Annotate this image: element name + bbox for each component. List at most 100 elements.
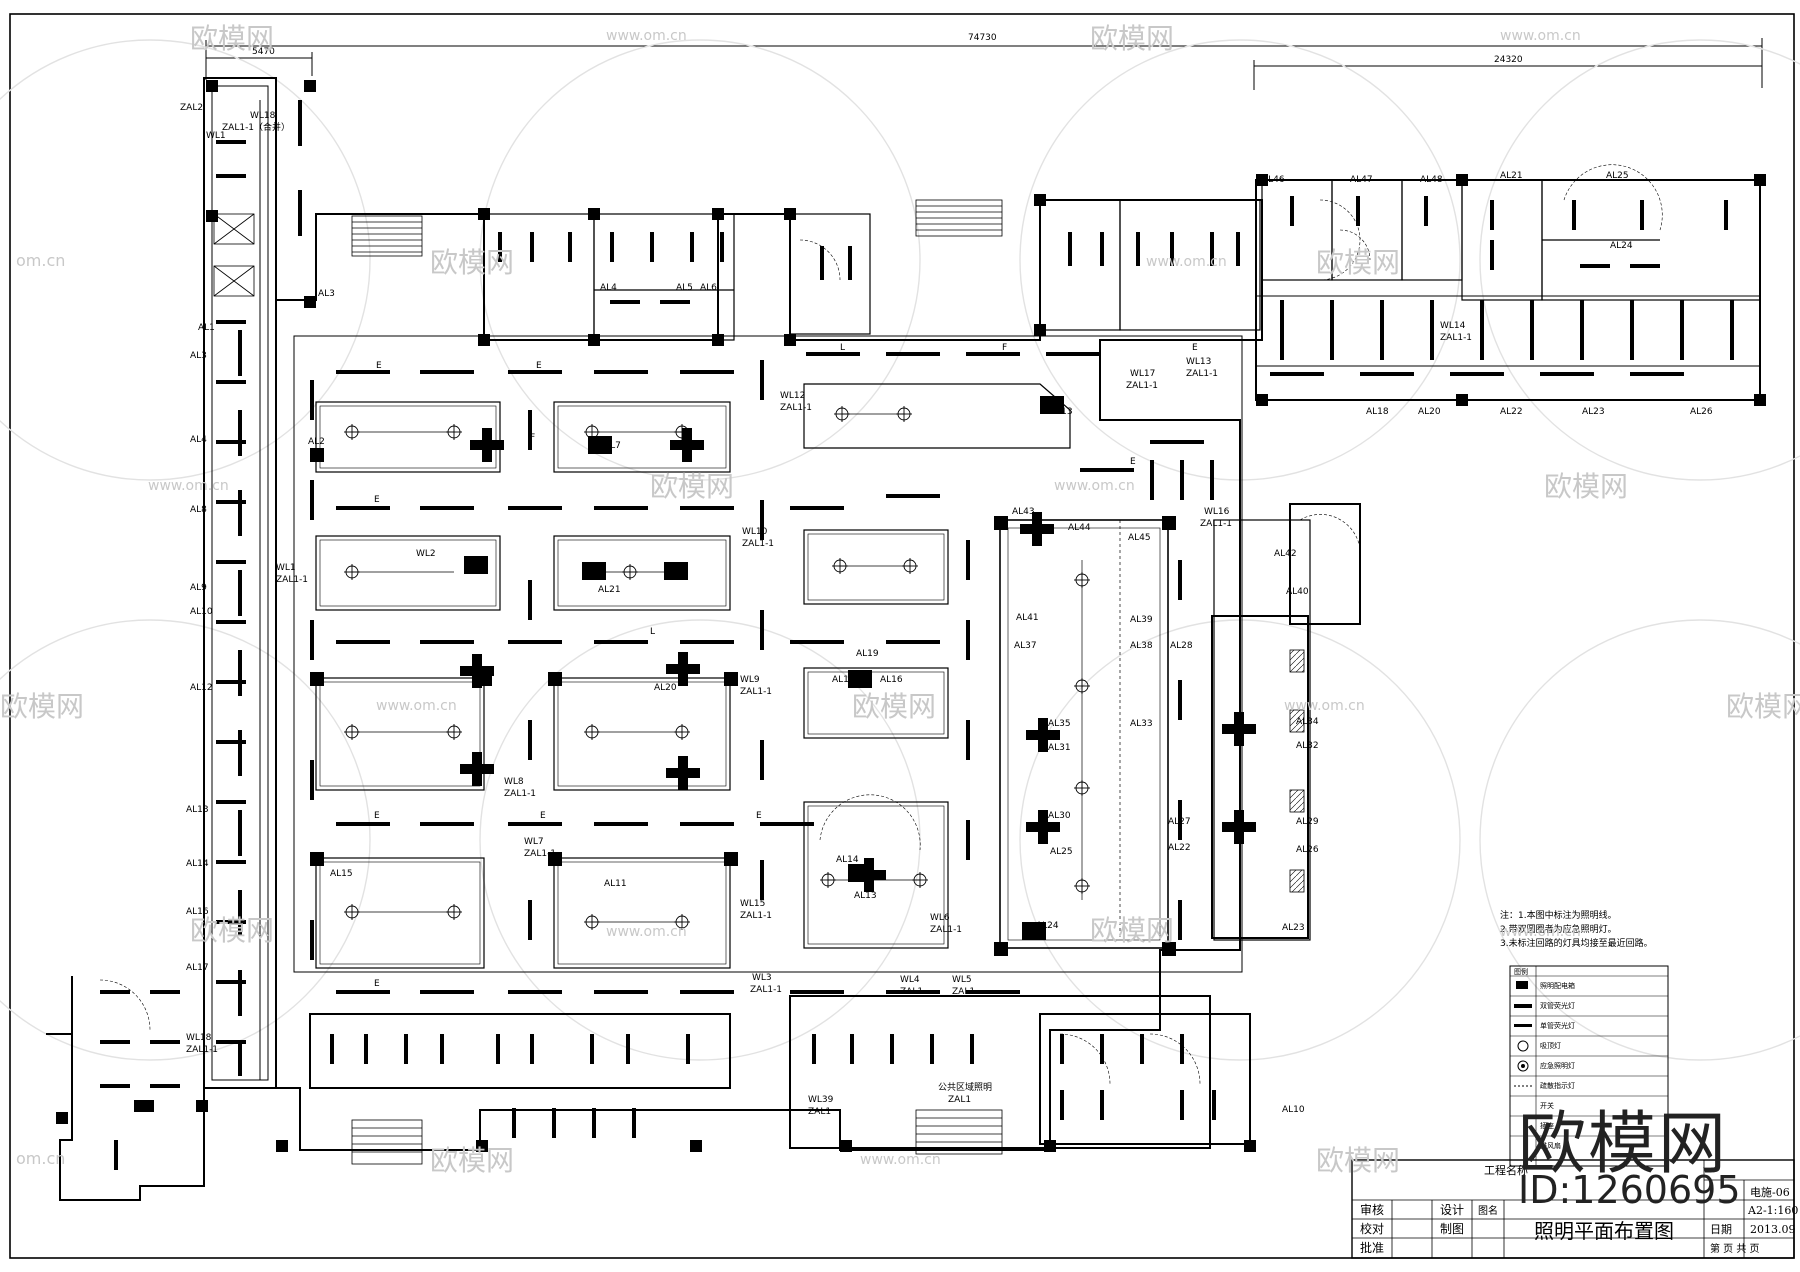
svg-text:ZAL1: ZAL1 — [952, 987, 975, 997]
svg-text:E: E — [374, 979, 380, 989]
title-block — [1351, 1159, 1795, 1259]
svg-text:WL9: WL9 — [740, 675, 760, 685]
door-swings — [99, 164, 1663, 1085]
svg-text:第 页 共 页: 第 页 共 页 — [1710, 1242, 1760, 1255]
svg-text:ZAL1-1: ZAL1-1 — [1126, 381, 1158, 391]
svg-text:AL25: AL25 — [1606, 171, 1629, 181]
svg-text:E: E — [374, 495, 380, 505]
svg-text:WL1: WL1 — [206, 131, 226, 141]
svg-text:www.om.cn: www.om.cn — [1054, 478, 1135, 494]
svg-text:欧模网: 欧模网 — [1090, 22, 1174, 55]
dim-right-span: 24320 — [1494, 55, 1523, 65]
svg-text:WL7: WL7 — [524, 837, 544, 847]
svg-text:AL18: AL18 — [832, 675, 855, 685]
svg-text:欧模网: 欧模网 — [852, 690, 936, 723]
svg-text:欧模网: 欧模网 — [190, 22, 274, 55]
svg-text:插座: 插座 — [1540, 1121, 1554, 1130]
svg-text:WL18: WL18 — [250, 111, 276, 121]
svg-text:欧模网: 欧模网 — [1316, 1144, 1400, 1177]
svg-text:欧模网: 欧模网 — [650, 470, 734, 503]
svg-text:图例: 图例 — [1514, 967, 1528, 976]
svg-text:E: E — [376, 361, 382, 371]
wiring — [352, 413, 1121, 940]
svg-text:AL10: AL10 — [1282, 1105, 1305, 1115]
svg-text:审核: 审核 — [1360, 1202, 1384, 1217]
svg-text:AL40: AL40 — [1286, 587, 1309, 597]
svg-text:2013.09: 2013.09 — [1750, 1223, 1796, 1236]
svg-text:www.om.cn: www.om.cn — [148, 478, 229, 494]
svg-text:AL8: AL8 — [190, 505, 207, 515]
svg-text:AL15: AL15 — [330, 869, 353, 879]
svg-text:AL13: AL13 — [186, 805, 209, 815]
svg-text:L: L — [650, 627, 655, 637]
svg-text:欧模网: 欧模网 — [1544, 470, 1628, 503]
svg-text:ZAL1-1: ZAL1-1 — [740, 687, 772, 697]
svg-text:AL16: AL16 — [880, 675, 903, 685]
svg-text:F: F — [530, 433, 535, 443]
svg-text:WL2: WL2 — [416, 549, 436, 559]
svg-text:E: E — [536, 361, 542, 371]
svg-text:AL14: AL14 — [186, 859, 209, 869]
svg-text:ZAL1-1: ZAL1-1 — [750, 985, 782, 995]
svg-text:AL12: AL12 — [190, 683, 213, 693]
svg-text:E: E — [374, 811, 380, 821]
svg-text:AL16: AL16 — [186, 907, 209, 917]
svg-text:AL34: AL34 — [1296, 717, 1319, 727]
svg-text:L: L — [840, 343, 845, 353]
svg-text:AL13: AL13 — [854, 891, 877, 901]
dim-overall: 74730 — [968, 33, 997, 43]
brand-watermark: 欧模网 — [1518, 1105, 1729, 1184]
svg-text:F: F — [1002, 343, 1007, 353]
svg-text:AL26: AL26 — [1296, 845, 1319, 855]
svg-text:开关: 开关 — [1540, 1101, 1554, 1110]
svg-text:设计: 设计 — [1440, 1203, 1464, 1217]
watermark-circles — [0, 39, 1800, 1061]
svg-text:WL5: WL5 — [952, 975, 972, 985]
building-walls — [46, 77, 1761, 1201]
title-block-text: 工程名称 审核 校对 批准 设计 制图 图名 照明平面布置图 电施-06 A2-… — [1360, 1163, 1798, 1255]
svg-text:AL17: AL17 — [186, 963, 209, 973]
svg-text:AL23: AL23 — [1282, 923, 1305, 933]
svg-text:E: E — [1130, 457, 1136, 467]
svg-text:WL4: WL4 — [900, 975, 920, 985]
svg-text:AL38: AL38 — [1130, 641, 1153, 651]
svg-text:ZAL1-1: ZAL1-1 — [1440, 333, 1472, 343]
svg-text:应急照明灯: 应急照明灯 — [1540, 1061, 1575, 1070]
svg-text:AL10: AL10 — [190, 607, 213, 617]
svg-text:AL28: AL28 — [1170, 641, 1193, 651]
svg-text:AL7: AL7 — [604, 441, 621, 451]
svg-text:欧模网: 欧模网 — [430, 1144, 514, 1177]
svg-text:3.未标注回路的灯具均接至最近回路。: 3.未标注回路的灯具均接至最近回路。 — [1500, 937, 1653, 949]
svg-text:AL35: AL35 — [1048, 719, 1071, 729]
svg-text:AL21: AL21 — [1500, 171, 1523, 181]
svg-text:ZAL1-1: ZAL1-1 — [276, 575, 308, 585]
svg-text:www.om.cn: www.om.cn — [1500, 28, 1581, 44]
svg-text:AL30: AL30 — [1048, 811, 1071, 821]
svg-text:AL18: AL18 — [1366, 407, 1389, 417]
svg-text:欧模网: 欧模网 — [430, 246, 514, 279]
dimension-lines — [205, 38, 1763, 90]
svg-text:AL24: AL24 — [1036, 921, 1059, 931]
svg-text:制图: 制图 — [1440, 1222, 1464, 1236]
hatched-blocks — [213, 213, 1305, 893]
svg-text:E: E — [756, 811, 762, 821]
svg-text:2.带双圆圈者为应急照明灯。: 2.带双圆圈者为应急照明灯。 — [1500, 923, 1617, 935]
svg-text:WL15: WL15 — [740, 899, 765, 909]
svg-text:欧模网: 欧模网 — [1726, 690, 1800, 723]
svg-text:AL22: AL22 — [1500, 407, 1523, 417]
svg-text:ZAL1: ZAL1 — [808, 1107, 831, 1117]
room-fixtures — [100, 140, 1728, 1170]
svg-text:www.om.cn: www.om.cn — [1500, 924, 1581, 940]
svg-text:WL12: WL12 — [780, 391, 805, 401]
svg-text:AL29: AL29 — [1296, 817, 1319, 827]
svg-text:AL48: AL48 — [1420, 175, 1443, 185]
svg-text:www.om.cn: www.om.cn — [606, 28, 687, 44]
svg-text:E: E — [540, 811, 546, 821]
svg-text:WL3: WL3 — [752, 973, 772, 983]
svg-text:AL14: AL14 — [836, 855, 859, 865]
svg-text:AL4: AL4 — [600, 283, 617, 293]
svg-text:批准: 批准 — [1360, 1240, 1384, 1255]
svg-text:AL21: AL21 — [598, 585, 621, 595]
spotlights — [460, 428, 1256, 892]
